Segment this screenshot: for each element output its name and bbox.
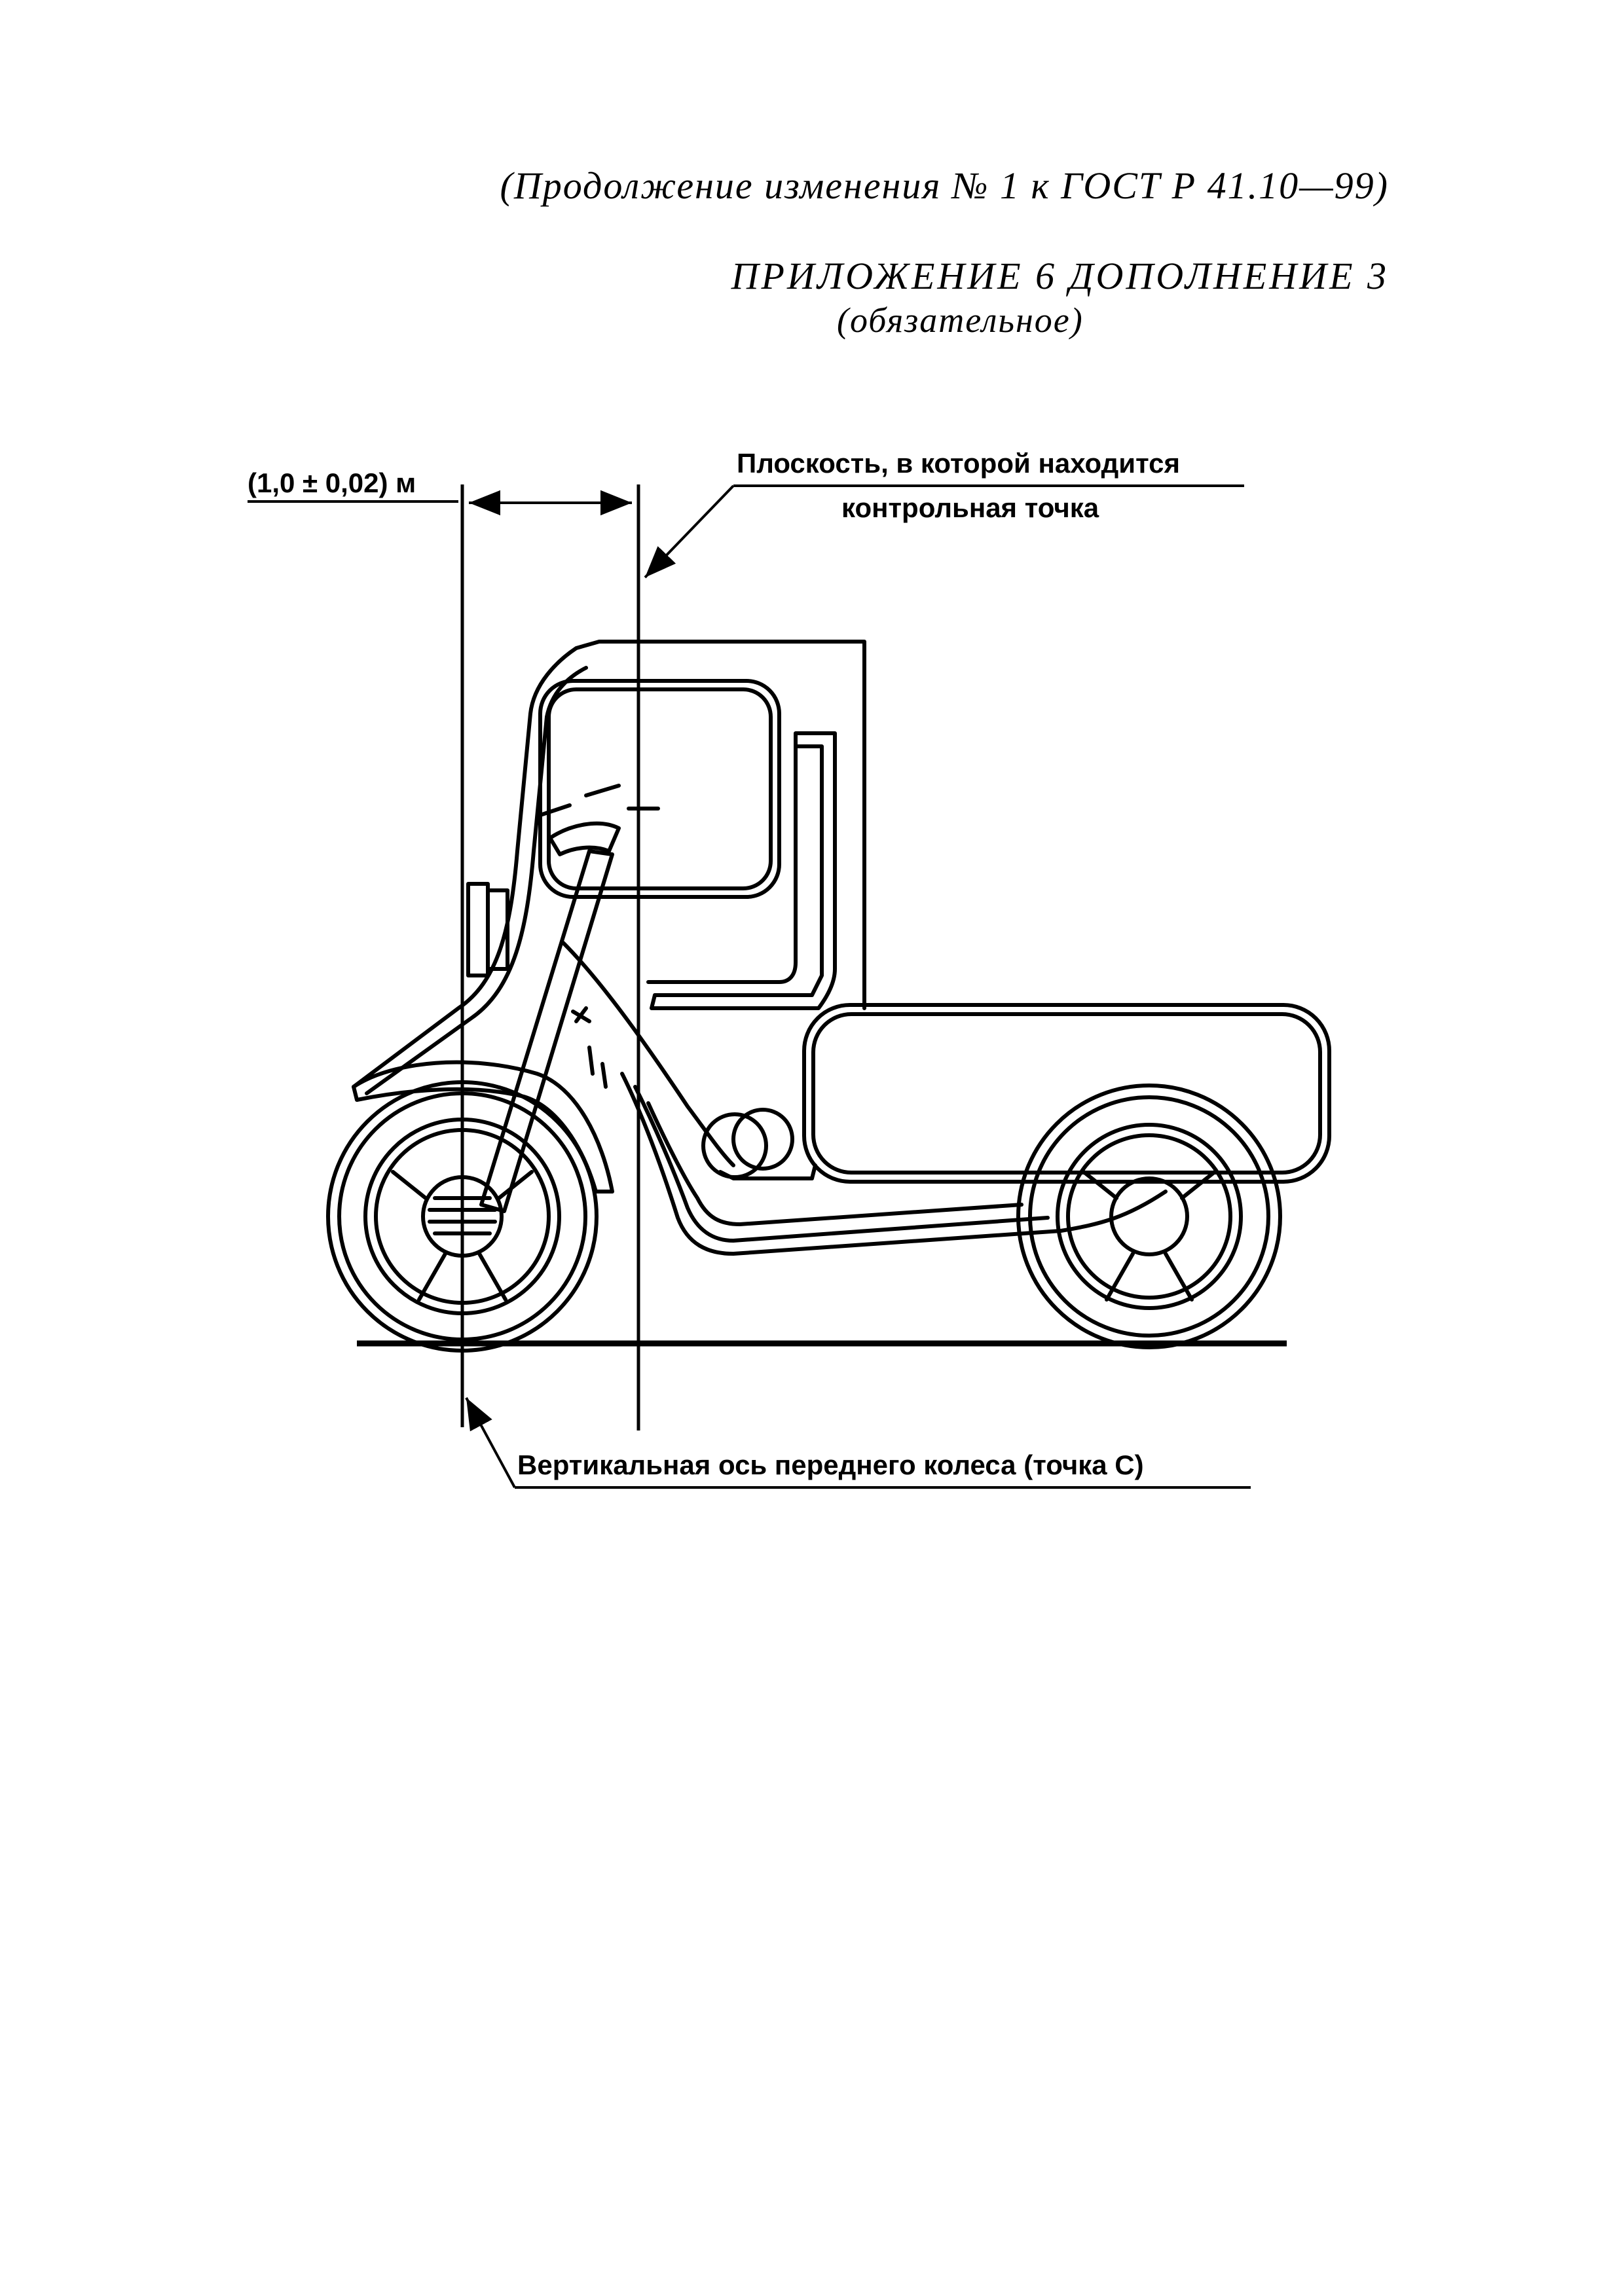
plane-label-line1: Плоскость, в которой находится [737, 448, 1180, 479]
axis-label: Вертикальная ось переднего колеса (точка… [517, 1449, 1144, 1480]
dimension-label: (1,0 ± 0,02) м [248, 467, 416, 498]
appendix-title: ПРИЛОЖЕНИЕ 6 ДОПОЛНЕНИЕ 3 [731, 255, 1389, 297]
continuation-note: (Продолжение изменения № 1 к ГОСТ Р 41.1… [500, 164, 1389, 207]
axis-leader-arrow [465, 1397, 516, 1488]
plane-label-line2: контрольная точка [841, 492, 1099, 523]
plane-leader-arrow [644, 484, 735, 579]
scooter-outline [326, 640, 1331, 1353]
appendix-status: (обязательное) [837, 301, 1084, 340]
